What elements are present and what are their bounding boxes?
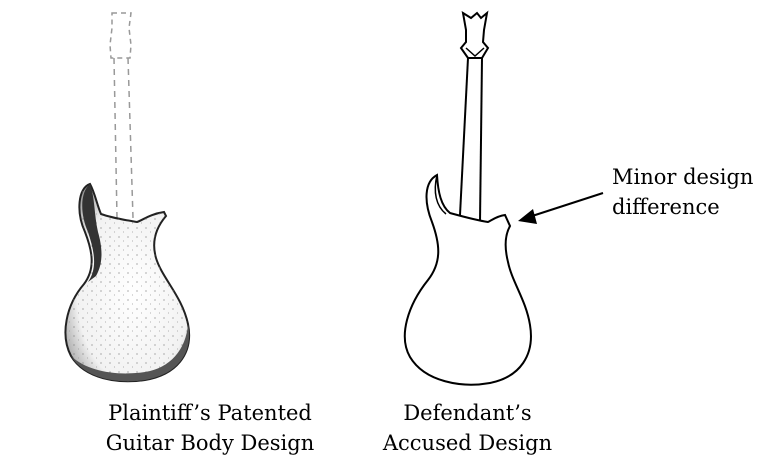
defendant-caption: Defendant’s Accused Design: [355, 398, 580, 458]
plaintiff-neck-right: [127, 57, 134, 219]
plaintiff-caption: Plaintiff’s Patented Guitar Body Design: [100, 398, 320, 458]
defendant-neck-left: [459, 57, 469, 216]
defendant-caption-line2: Accused Design: [382, 431, 553, 455]
defendant-caption-line1: Defendant’s: [403, 401, 532, 425]
difference-annotation: Minor design difference: [612, 162, 753, 222]
defendant-guitar-body: [403, 173, 532, 386]
plaintiff-guitar-drawing: [64, 12, 191, 383]
defendant-neck-right: [479, 57, 483, 223]
defendant-guitar-drawing: [403, 10, 532, 386]
annotation-line2: difference: [612, 195, 720, 219]
defendant-headstock-inner: [465, 47, 485, 58]
plaintiff-caption-line2: Guitar Body Design: [105, 431, 315, 455]
plaintiff-caption-line1: Plaintiff’s Patented: [108, 401, 312, 425]
difference-arrow: [518, 192, 604, 224]
plaintiff-horn-shading: [82, 184, 102, 282]
defendant-headstock: [459, 10, 490, 59]
defendant-horn-inner: [434, 174, 447, 215]
annotation-line1: Minor design: [612, 165, 754, 189]
plaintiff-neck-left: [113, 57, 118, 219]
plaintiff-headstock: [109, 12, 132, 59]
